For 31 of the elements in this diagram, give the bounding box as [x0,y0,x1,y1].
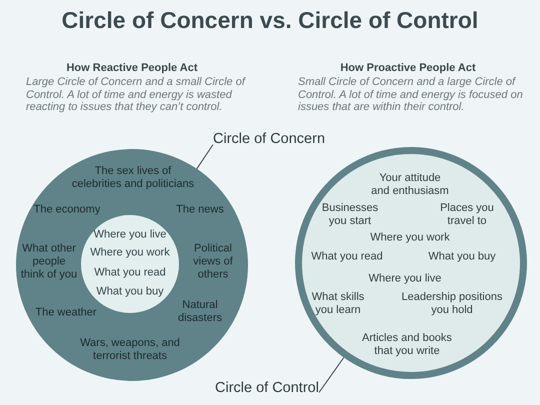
circle-item-label: The news [176,204,224,216]
circle-item-label: What other people think of you [20,242,78,282]
circle-item-label: What you buy [428,250,496,264]
circle-item-label: Where you live [368,272,442,286]
leader-line [196,144,214,170]
circle-item-label: Businesses you start [321,202,379,228]
circle-item-label: What you read [310,250,384,264]
circle-item-label: Places you travel to [440,202,494,228]
circle-item-label: The weather [34,306,98,320]
section-heading: How Proactive People Act [340,62,476,74]
circle-item-label: What you buy [96,286,164,298]
circle-item-label: Your attitude and enthusiasm [370,172,450,198]
leader-line [318,357,344,393]
circle-item-label: Political views of others [192,242,234,282]
circle-item-label: What skills you learn [311,291,365,317]
circle-item-label: Where you work [370,232,450,244]
section-heading: How Reactive People Act [66,62,198,74]
circle-item-label: The sex lives of celebrities and politicians [71,165,195,191]
circle-item-label: Leadership positions you hold [401,291,503,317]
circle-item-label: Articles and books that you write [362,332,452,358]
circle-item-label: What you read [94,266,166,280]
description-text: Small Circle of Concern and a large Circle of Control. A lot of time and energy is focused on issues that are within their control. [298,76,524,114]
circle-item-label: Natural disasters [177,299,223,325]
circle-item-label: Where you work [90,246,170,260]
circle-item-label: Wars, weapons, and terrorist threats [80,337,180,363]
callout-label: Circle of Concern [213,131,326,147]
title: Circle of Concern vs. Circle of Control [62,7,478,34]
description-text: Large Circle of Concern and a small Circle of Control. A lot of time and energy is wasted reacting to issues that they can’t control. [26,76,246,114]
callout-label: Circle of Control [215,380,319,396]
circle-item-label: Where you live [93,228,167,242]
circle-item-label: The economy [33,204,101,216]
